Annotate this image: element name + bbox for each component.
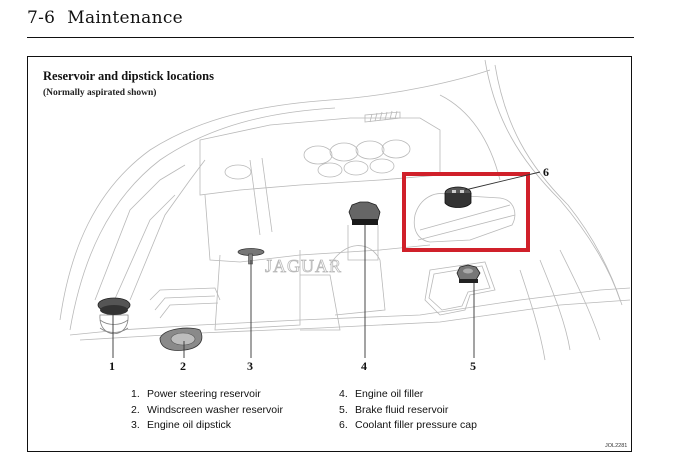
legend-item: 3. Engine oil dipstick xyxy=(131,418,283,434)
brake-fluid-cap-drawing xyxy=(456,264,481,283)
figure-subtitle: (Normally aspirated shown) xyxy=(43,88,157,98)
callout-4: 4 xyxy=(361,359,367,373)
callout-2: 2 xyxy=(180,359,186,373)
figure-title: Reservoir and dipstick locations xyxy=(43,69,214,83)
legend-item: 4. Engine oil filler xyxy=(339,387,477,403)
legend-num: 3. xyxy=(131,419,140,431)
engine-linework xyxy=(59,59,631,361)
coolant-cap-drawing xyxy=(444,186,472,208)
legend-num: 4. xyxy=(339,388,348,400)
leader-line-6 xyxy=(464,171,541,191)
callout-6: 6 xyxy=(543,165,549,179)
legend-label: Engine oil filler xyxy=(355,388,424,400)
figure-frame xyxy=(27,56,632,452)
oil-filler-cap-drawing xyxy=(348,201,381,225)
legend-label: Power steering reservoir xyxy=(147,388,261,400)
header-rule xyxy=(27,37,634,38)
engine-badge: JAGUAR xyxy=(265,256,342,276)
washer-reservoir-drawing xyxy=(159,327,203,351)
highlight-box xyxy=(402,172,530,252)
legend-label: Windscreen washer reservoir xyxy=(147,403,283,416)
legend-label: Brake fluid reservoir xyxy=(355,403,449,416)
legend-num: 6. xyxy=(339,419,348,431)
legend-left: 1. Power steering reservoir 2. Windscreen … xyxy=(131,387,283,434)
legend-label: Engine oil dipstick xyxy=(147,419,232,431)
legend-num: 5. xyxy=(339,403,348,416)
section-title: Maintenance xyxy=(67,8,184,28)
callout-3: 3 xyxy=(247,359,253,373)
legend-item: 5. Brake fluid reservoir xyxy=(339,403,477,419)
legend-item: 1. Power steering reservoir xyxy=(131,387,283,403)
power-steering-reservoir-drawing xyxy=(97,297,131,335)
reference-code: JOL2281 xyxy=(605,443,628,449)
callout-1: 1 xyxy=(109,359,115,373)
page-header: 7-6 Maintenance xyxy=(27,8,183,28)
legend-item: 6. Coolant filler pressure cap xyxy=(339,418,477,434)
legend-num: 2. xyxy=(131,403,140,416)
legend-right: 4. Engine oil filler 5. Brake fluid reserv… xyxy=(339,387,477,434)
legend-num: 1. xyxy=(131,388,140,400)
dipstick-drawing xyxy=(237,248,265,265)
legend-label: Coolant filler pressure cap xyxy=(355,419,477,431)
section-number: 7-6 xyxy=(27,8,56,28)
legend-item: 2. Windscreen washer reservoir xyxy=(131,403,283,419)
leader-lines xyxy=(112,171,541,358)
callout-5: 5 xyxy=(470,359,476,373)
